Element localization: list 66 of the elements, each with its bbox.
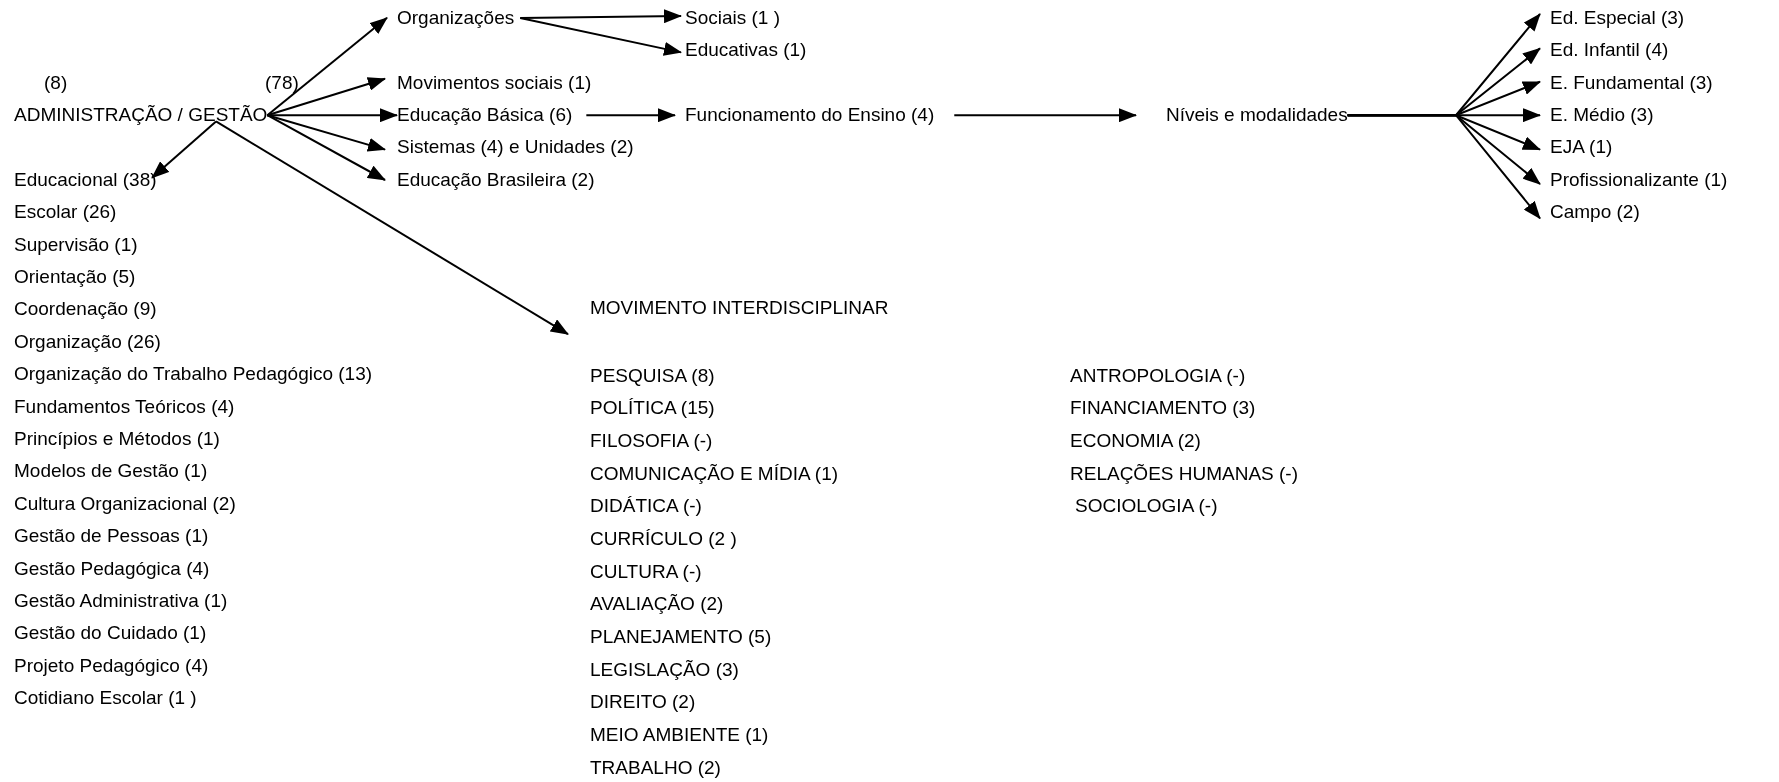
- discipline-text: DIDÁTICA (-): [590, 494, 702, 519]
- discipline-text: TRABALHO (2): [590, 755, 721, 780]
- topic-text: Projeto Pedagógico (4): [14, 653, 210, 678]
- topic-text: Coordenação (9): [14, 297, 158, 322]
- topic-text: Fundamentos Teóricos (4): [14, 394, 236, 419]
- topic-text: Gestão Pedagógica (4): [14, 556, 211, 581]
- arrow: [266, 114, 386, 181]
- discipline-text: CULTURA (-): [590, 559, 702, 584]
- arrow: [266, 77, 386, 117]
- discipline-text: CURRÍCULO (2 ): [590, 527, 737, 552]
- topic-text: ADMINISTRAÇÃO / GESTÃO: [14, 103, 268, 127]
- arrow: [151, 120, 217, 179]
- topic-text: Cultura Organizacional (2): [14, 491, 237, 516]
- topic-text: Ed. Infantil (4): [1550, 38, 1669, 63]
- discipline-text: MEIO AMBIENTE (1): [590, 722, 769, 747]
- topic-text: Educação Brasileira (2): [397, 167, 595, 192]
- arrow: [953, 108, 1137, 123]
- topic-text: Gestão do Cuidado (1): [14, 621, 208, 646]
- topic-text: MOVIMENTO INTERDISCIPLINAR: [590, 295, 889, 320]
- topic-text: Campo (2): [1550, 200, 1640, 225]
- discipline-text: ANTROPOLOGIA (-): [1070, 363, 1246, 388]
- topic-text: Gestão Administrativa (1): [14, 589, 229, 614]
- topic-text: Organização (26): [14, 329, 162, 354]
- arrow: [266, 114, 386, 152]
- topic-text: Orientação (5): [14, 265, 137, 289]
- arrow: [266, 108, 398, 123]
- arrow: [519, 17, 682, 56]
- discipline-text: POLÍTICA (15): [590, 396, 715, 421]
- topic-text: Movimentos sociais (1): [397, 70, 592, 95]
- discipline-text: RELAÇÕES HUMANAS (-): [1070, 461, 1299, 486]
- topic-text: Profissionalizante (1): [1550, 167, 1728, 192]
- topic-text: Educativas (1): [685, 38, 807, 63]
- topic-text: Níveis e modalidades: [1166, 103, 1348, 127]
- topic-text: E. Médio (3): [1550, 103, 1654, 127]
- count-label: (78): [265, 70, 299, 95]
- topic-text: Educacional (38): [14, 167, 158, 192]
- topic-text: Princípios e Métodos (1): [14, 427, 221, 452]
- topic-text: Educação Básica (6): [397, 103, 573, 127]
- discipline-text: ECONOMIA (2): [1070, 429, 1201, 454]
- discipline-text: COMUNICAÇÃO E MÍDIA (1): [590, 461, 839, 486]
- discipline-text: PESQUISA (8): [590, 363, 715, 388]
- topic-text: Sistemas (4) e Unidades (2): [397, 135, 634, 160]
- topic-text: Ed. Especial (3): [1550, 5, 1685, 30]
- topic-text: Cotidiano Escolar (1 ): [14, 686, 198, 711]
- topic-text: E. Fundamental (3): [1550, 70, 1713, 95]
- topic-text: Modelos de Gestão (1): [14, 459, 209, 484]
- arrow: [266, 16, 388, 117]
- topic-text: Organizações: [397, 5, 515, 30]
- arrow: [1346, 114, 1541, 220]
- discipline-text: SOCIOLOGIA (-): [1075, 494, 1218, 519]
- discipline-text: FINANCIAMENTO (3): [1070, 396, 1256, 421]
- topic-text: Escolar (26): [14, 200, 118, 225]
- discipline-text: DIREITO (2): [590, 690, 696, 715]
- arrow: [215, 120, 569, 336]
- topic-text: EJA (1): [1550, 135, 1613, 160]
- topic-text: Funcionamento do Ensino (4): [685, 103, 935, 127]
- topic-text: Supervisão (1): [14, 232, 139, 257]
- count-label: (8): [44, 70, 68, 95]
- arrow: [585, 108, 676, 123]
- discipline-text: PLANEJAMENTO (5): [590, 625, 772, 649]
- discipline-text: FILOSOFIA (-): [590, 429, 713, 454]
- discipline-text: LEGISLAÇÃO (3): [590, 657, 739, 682]
- discipline-text: AVALIAÇÃO (2): [590, 592, 724, 617]
- topic-text: Organização do Trabalho Pedagógico (13): [14, 362, 373, 387]
- topic-text: Gestão de Pessoas (1): [14, 524, 210, 549]
- topic-text: Sociais (1 ): [685, 5, 781, 30]
